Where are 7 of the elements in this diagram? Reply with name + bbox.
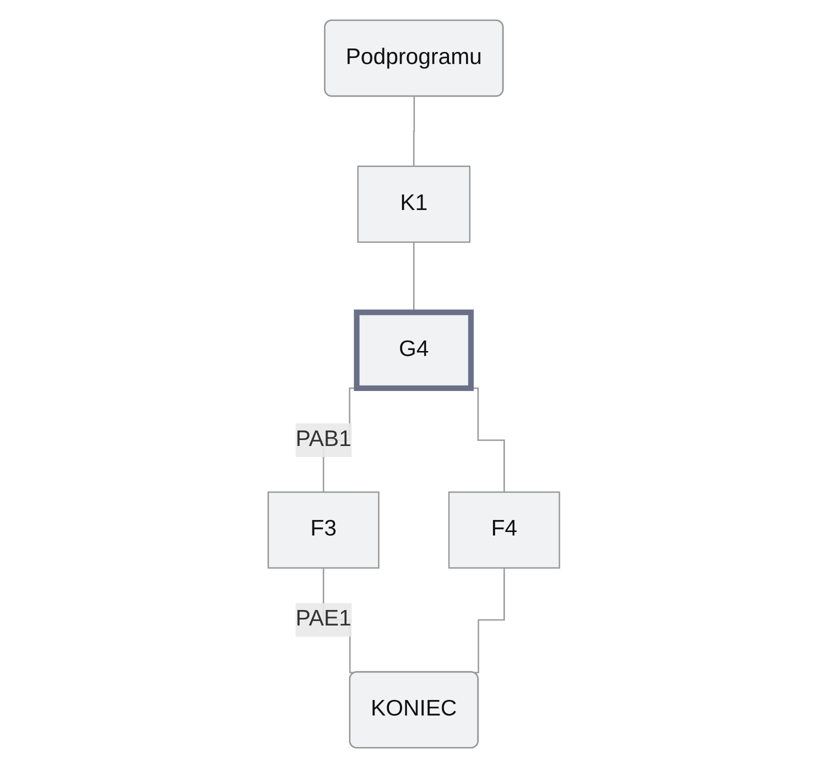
node-box: F4 [448, 491, 560, 569]
node-box: K1 [357, 166, 471, 243]
edge-label: PAB1 [296, 428, 352, 452]
node-box: G4 [354, 310, 474, 392]
connector [413, 96, 416, 168]
edge-label: PAE1 [296, 607, 352, 632]
node-box: F3 [268, 491, 380, 569]
